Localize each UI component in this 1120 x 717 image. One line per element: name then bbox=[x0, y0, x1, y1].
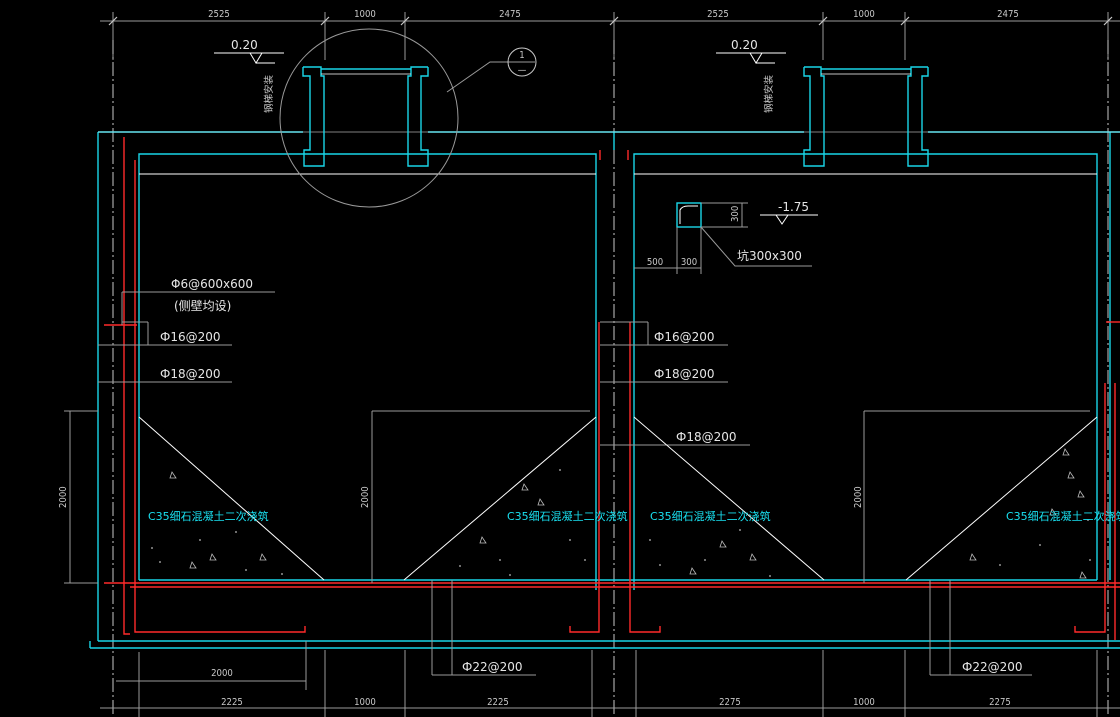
rebar-l22-left: Ф22@200 bbox=[462, 660, 523, 674]
elevation-left-text: 0.20 bbox=[231, 38, 258, 52]
rebar-l18-right: Ф18@200 bbox=[654, 367, 715, 381]
elevation-marker-left bbox=[214, 52, 284, 64]
rebar-mesh-label: Φ6@600x600 bbox=[171, 277, 253, 291]
pit-label: 坑300x300 bbox=[737, 248, 802, 263]
concrete-hatch bbox=[169, 448, 1087, 579]
detail-marker-circle bbox=[507, 47, 537, 77]
concrete-label-4: C35细石混凝土二次浇筑 bbox=[1006, 509, 1120, 523]
vertical-note-right: 钢梯安装 bbox=[763, 74, 775, 113]
dim-bottom-6: 2275 bbox=[989, 697, 1011, 708]
detail-leader bbox=[446, 61, 510, 93]
manhole-right bbox=[803, 66, 929, 167]
rebar-lines bbox=[104, 137, 1120, 640]
dim-bottom-5: 1000 bbox=[853, 697, 875, 708]
detail-circle bbox=[279, 28, 459, 208]
manhole-left bbox=[302, 66, 429, 167]
vertical-dim-3: 2000 bbox=[853, 486, 864, 508]
concrete-label-2: C35细石混凝土二次浇筑 bbox=[507, 509, 628, 523]
pit-dim-height: 300 bbox=[730, 206, 741, 222]
slab-inner-lines bbox=[98, 131, 1120, 175]
detail-marker-sheet: — bbox=[518, 65, 527, 76]
rebar-l22-right: Ф22@200 bbox=[962, 660, 1023, 674]
vertical-dim-1: 2000 bbox=[58, 486, 69, 508]
concrete-dots bbox=[151, 469, 1091, 577]
concrete-label-1: C35细石混凝土二次浇筑 bbox=[148, 509, 269, 523]
dim-top-1: 2525 bbox=[208, 9, 230, 20]
rebar-l16-right: Ф16@200 bbox=[654, 330, 715, 344]
rebar-l18-right-2: Ф18@200 bbox=[676, 430, 737, 444]
pit-dim-b: 300 bbox=[681, 257, 697, 268]
tank-walls bbox=[89, 131, 1120, 649]
vertical-note-left: 钢梯安装 bbox=[263, 74, 275, 113]
pit-detail bbox=[634, 202, 818, 274]
rebar-l18-left: Ф18@200 bbox=[160, 367, 221, 381]
dimension-line-top bbox=[100, 12, 1120, 60]
detail-marker-number: 1 bbox=[519, 50, 524, 61]
dim-top-5: 1000 bbox=[853, 9, 875, 20]
rebar-mesh-note: (侧壁均设) bbox=[174, 298, 231, 313]
pit-dim-a: 500 bbox=[647, 257, 663, 268]
dim-top-2: 1000 bbox=[354, 9, 376, 20]
concrete-haunches bbox=[138, 416, 1098, 581]
dim-top-3: 2475 bbox=[499, 9, 521, 20]
vertical-dims bbox=[64, 410, 1090, 584]
rebar-l16-left: Ф16@200 bbox=[160, 330, 221, 344]
dim-bottom-3: 2225 bbox=[487, 697, 509, 708]
leader-lines bbox=[98, 291, 1032, 676]
axis-lines bbox=[112, 40, 1109, 717]
pit-elevation: -1.75 bbox=[778, 200, 809, 214]
dim-bottom-inner: 2000 bbox=[211, 668, 233, 679]
dim-bottom-2: 1000 bbox=[354, 697, 376, 708]
concrete-label-3: C35细石混凝土二次浇筑 bbox=[650, 509, 771, 523]
dim-top-6: 2475 bbox=[997, 9, 1019, 20]
vertical-dim-2: 2000 bbox=[360, 486, 371, 508]
elevation-marker-right bbox=[716, 52, 786, 64]
dim-bottom-4: 2275 bbox=[719, 697, 741, 708]
dim-bottom-1: 2225 bbox=[221, 697, 243, 708]
elevation-right-text: 0.20 bbox=[731, 38, 758, 52]
dimension-line-bottom bbox=[100, 641, 1120, 717]
dim-top-4: 2525 bbox=[707, 9, 729, 20]
